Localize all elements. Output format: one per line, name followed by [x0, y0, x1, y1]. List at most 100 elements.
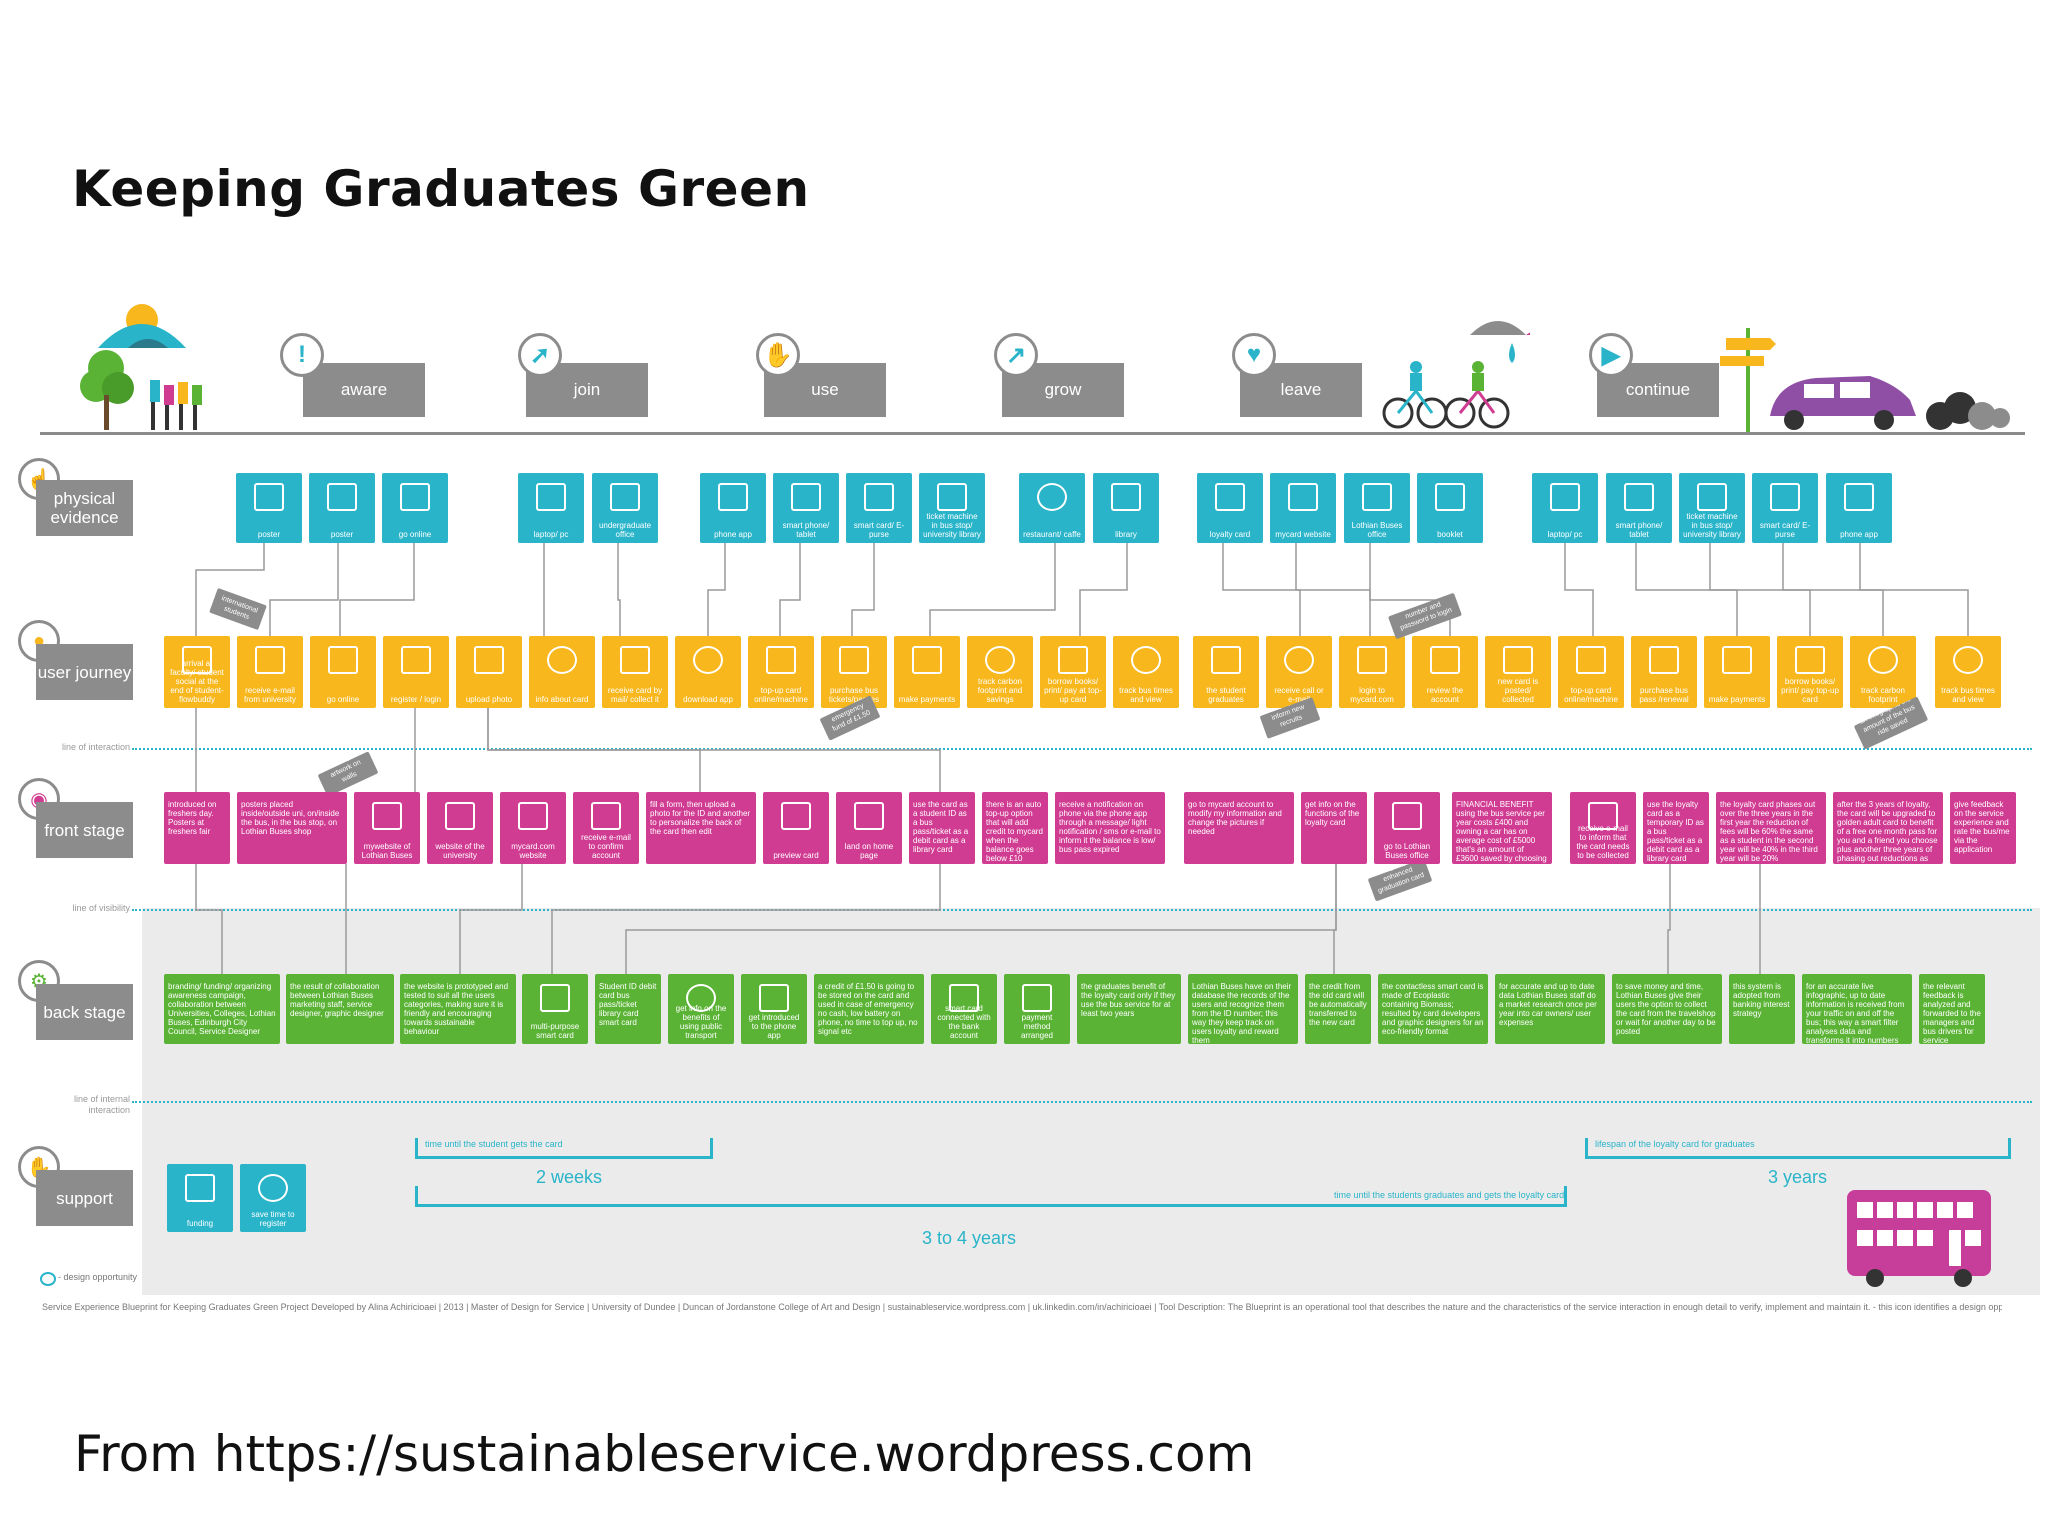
- front-card: go to Lothian Buses office: [1374, 792, 1440, 864]
- journey-card: track carbon footprint: [1850, 636, 1916, 708]
- front-card: website of the university: [427, 792, 493, 864]
- front-card: after the 3 years of loyalty, the card w…: [1833, 792, 1943, 864]
- front-card: receive e-mail to inform that the card n…: [1570, 792, 1636, 864]
- back-card: payment method arranged: [1004, 974, 1070, 1044]
- journey-card: top-up card online/machine: [1558, 636, 1624, 708]
- physical-card: laptop/ pc: [1532, 473, 1598, 543]
- physical-card: smart card/ E-purse: [846, 473, 912, 543]
- three-years-brace: [1585, 1138, 2011, 1159]
- front-card: use the loyalty card as a temporary ID a…: [1643, 792, 1709, 864]
- design-opportunity-label: - design opportunity: [58, 1272, 138, 1282]
- front-card: there is an auto top-up option that will…: [982, 792, 1048, 864]
- bus-illustration: [1847, 1190, 1991, 1287]
- back-card: for an accurate live infographic, up to …: [1802, 974, 1912, 1044]
- two-weeks-caption: time until the student gets the card: [425, 1139, 563, 1149]
- back-card: the website is prototyped and tested to …: [400, 974, 516, 1044]
- physical-card: ticket machine in bus stop/ university l…: [919, 473, 985, 543]
- hand-icon: ✋: [756, 333, 800, 377]
- journey-card: borrow books/ print/ pay at top-up card: [1040, 636, 1106, 708]
- back-card: get introduced to the phone app: [741, 974, 807, 1044]
- physical-card: undergraduate office: [592, 473, 658, 543]
- line-of-internal-interaction: [132, 1101, 2032, 1103]
- physical-card: loyalty card: [1197, 473, 1263, 543]
- back-card: Student ID debit card bus pass/ticket li…: [595, 974, 661, 1044]
- physical-card: library: [1093, 473, 1159, 543]
- physical-card: phone app: [1826, 473, 1892, 543]
- journey-card: purchase bus pass /renewal: [1631, 636, 1697, 708]
- journey-card: top-up card online/machine: [748, 636, 814, 708]
- journey-card: receive call or e-mail: [1266, 636, 1332, 708]
- journey-card: login to mycard.com: [1339, 636, 1405, 708]
- journey-card: upload photo: [456, 636, 522, 708]
- back-card: the relevant feedback is analyzed and fo…: [1919, 974, 1985, 1044]
- people-tree-illustration: [80, 304, 202, 430]
- journey-card: download app: [675, 636, 741, 708]
- physical-card: restaurant/ caffe: [1019, 473, 1085, 543]
- back-card: a credit of £1.50 is going to be stored …: [814, 974, 924, 1044]
- back-card: smart card connected with the bank accou…: [931, 974, 997, 1044]
- front-card: introduced on freshers day. Posters at f…: [164, 792, 230, 864]
- save-time-card: save time to register: [240, 1164, 306, 1232]
- back-card: the graduates benefit of the loyalty car…: [1077, 974, 1181, 1044]
- line-of-interaction: [132, 748, 2032, 750]
- journey-card: make payments: [894, 636, 960, 708]
- front-card: receive e-mail to confirm account: [573, 792, 639, 864]
- page-title: Keeping Graduates Green: [72, 160, 810, 218]
- stage-use: use: [764, 363, 886, 417]
- lane-back-stage: back stage: [36, 984, 133, 1040]
- stage-baseline: [40, 432, 2025, 435]
- lane-front-stage: front stage: [36, 802, 133, 858]
- journey-card: register / login: [383, 636, 449, 708]
- front-card: use the card as a student ID as a bus pa…: [909, 792, 975, 864]
- physical-card: booklet: [1417, 473, 1483, 543]
- front-card: fill a form, then upload a photo for the…: [646, 792, 756, 864]
- journey-card: track carbon footprint and savings: [967, 636, 1033, 708]
- front-card: land on home page: [836, 792, 902, 864]
- blueprint-footer: Service Experience Blueprint for Keeping…: [42, 1302, 2002, 1312]
- support-area: [142, 1110, 2040, 1295]
- front-card: give feedback on the service experience …: [1950, 792, 2016, 864]
- physical-card: poster: [236, 473, 302, 543]
- journey-card: review the account: [1412, 636, 1478, 708]
- journey-card: borrow books/ print/ pay top-up card: [1777, 636, 1843, 708]
- front-card: preview card: [763, 792, 829, 864]
- cyclists-illustration: [1382, 321, 1530, 429]
- journey-card: arrival at faculty/ student social at th…: [164, 636, 230, 708]
- physical-card: smart phone/ tablet: [773, 473, 839, 543]
- growth-arrow-icon: ↗: [994, 333, 1038, 377]
- three-four-years-label: 3 to 4 years: [922, 1228, 1017, 1248]
- three-four-years-caption: time until the students graduates and ge…: [1334, 1190, 1565, 1200]
- back-card: multi-purpose smart card: [522, 974, 588, 1044]
- line-of-interaction-label: line of interaction: [61, 742, 130, 752]
- cursor-icon: ➚: [518, 333, 562, 377]
- back-card: this system is adopted from banking inte…: [1729, 974, 1795, 1044]
- journey-card: info about card: [529, 636, 595, 708]
- back-card: get info on the benefits of using public…: [668, 974, 734, 1044]
- journey-card: receive e-mail from university: [237, 636, 303, 708]
- physical-card: poster: [309, 473, 375, 543]
- physical-card: Lothian Buses office: [1344, 473, 1410, 543]
- lane-support: support: [36, 1170, 133, 1226]
- line-of-internal-interaction-label: line of internal interaction: [73, 1094, 130, 1115]
- journey-card: track bus times and view: [1113, 636, 1179, 708]
- front-card: posters placed inside/outside uni, on/in…: [237, 792, 347, 864]
- journey-card: go online: [310, 636, 376, 708]
- journey-card: the student graduates: [1193, 636, 1259, 708]
- funding-card: funding: [167, 1164, 233, 1232]
- front-card: FINANCIAL BENEFIT using the bus service …: [1452, 792, 1552, 864]
- physical-card: laptop/ pc: [518, 473, 584, 543]
- journey-card: track bus times and view: [1935, 636, 2001, 708]
- three-years-caption: lifespan of the loyalty card for graduat…: [1595, 1139, 1755, 1149]
- line-of-visibility: [132, 909, 2032, 911]
- back-card: Lothian Buses have on their database the…: [1188, 974, 1298, 1044]
- front-card: the loyalty card phases out over the thr…: [1716, 792, 1826, 864]
- journey-card: make payments: [1704, 636, 1770, 708]
- play-icon: ▶: [1589, 333, 1633, 377]
- two-weeks-brace: [415, 1138, 713, 1159]
- back-card: the credit from the old card will be aut…: [1305, 974, 1371, 1044]
- car-signpost-illustration: [1720, 328, 2010, 432]
- source-caption: From https://sustainableservice.wordpres…: [74, 1425, 1255, 1483]
- line-of-visibility-label: line of visibility: [72, 903, 130, 913]
- lane-physical-evidence: physical evidence: [36, 480, 133, 536]
- front-card: receive a notification on phone via the …: [1055, 792, 1165, 864]
